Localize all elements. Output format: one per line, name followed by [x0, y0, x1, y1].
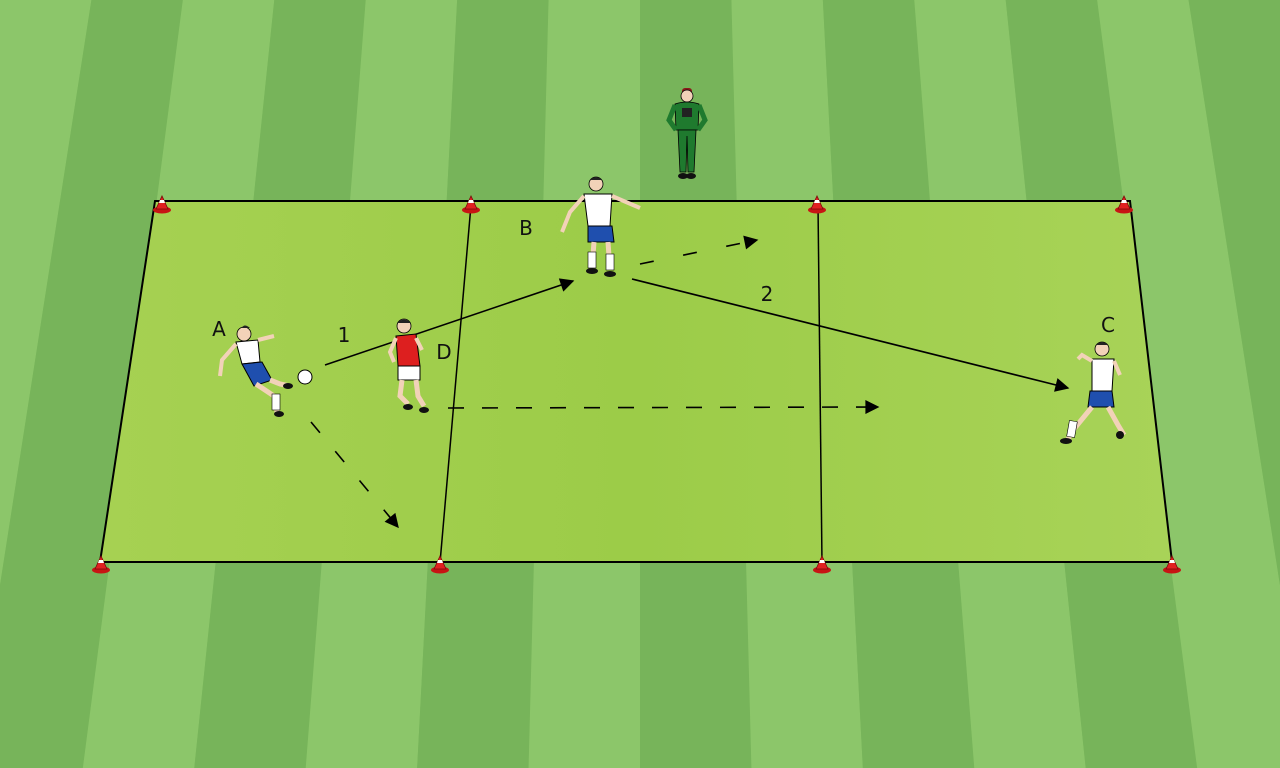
run-arrow-d [447, 400, 880, 415]
cone [808, 195, 826, 214]
coach-figure [666, 88, 708, 179]
player-label-b: B [519, 216, 533, 240]
pass-arrow-1 [324, 278, 575, 366]
pass-label-1: 1 [338, 323, 351, 347]
cone [462, 195, 480, 214]
grass-stripe [0, 0, 92, 586]
cone [92, 555, 110, 574]
pass-label-2: 2 [761, 282, 774, 306]
run-arrow-b [639, 235, 759, 265]
cone [153, 195, 171, 214]
player-label-d: D [436, 340, 451, 364]
player-a [218, 325, 293, 417]
player-label-a: A [212, 317, 226, 341]
zone-divider-right [817, 204, 823, 564]
cone [1163, 555, 1181, 574]
zone-divider-left [439, 204, 472, 564]
player-c [1060, 341, 1127, 444]
player-d [387, 318, 429, 413]
grass-stripe [1188, 0, 1280, 586]
player-label-c: C [1101, 313, 1115, 337]
ball [297, 369, 313, 385]
grass-stripe [0, 0, 183, 768]
cone [813, 555, 831, 574]
cone [1115, 195, 1133, 214]
cone [431, 555, 449, 574]
pass-arrow-2 [631, 278, 1070, 392]
grass-stripe [1097, 0, 1280, 768]
cones [92, 195, 1181, 574]
player-b [560, 176, 641, 277]
